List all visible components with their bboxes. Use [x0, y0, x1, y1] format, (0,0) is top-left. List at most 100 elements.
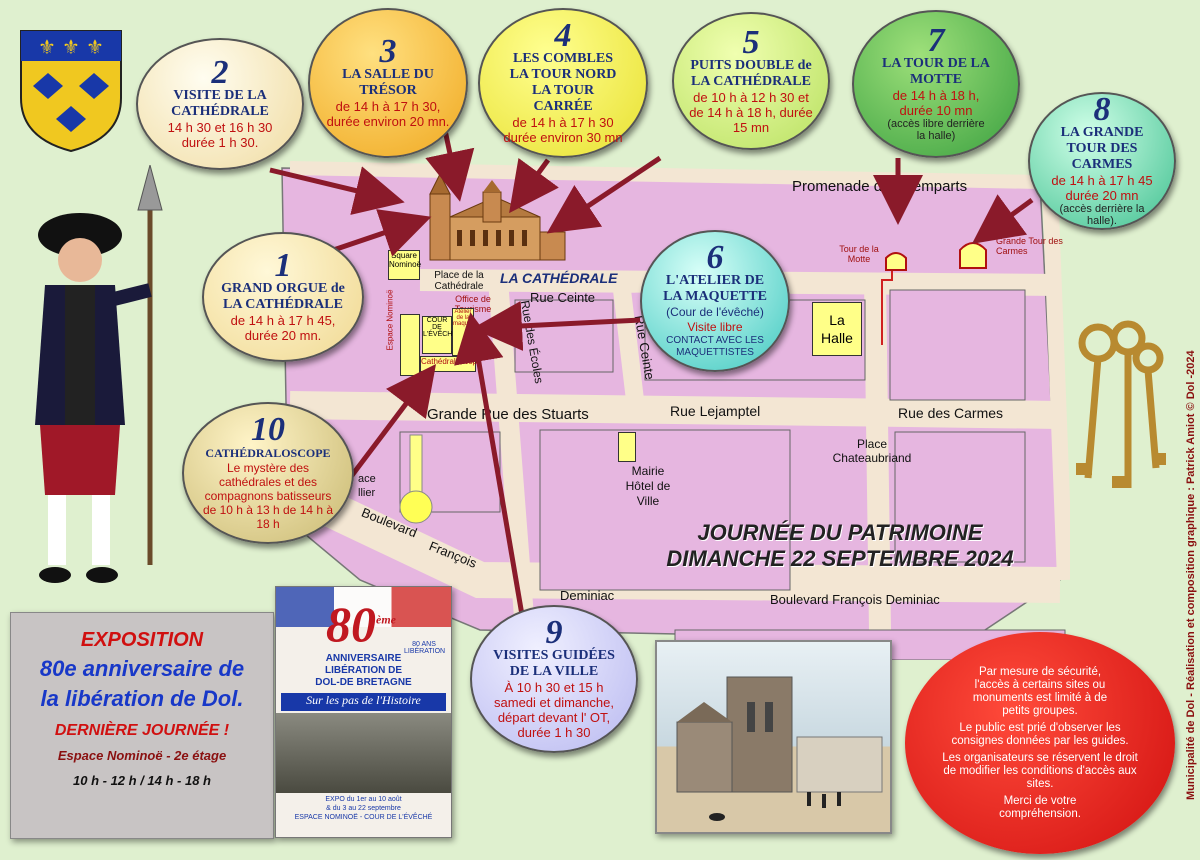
- bubble-9-visites-guidees: 9 VISITES GUIDÉES DE LA VILLE À 10 h 30 …: [470, 605, 638, 753]
- tour-carmes-label: Grande Tour des Carmes: [996, 236, 1063, 256]
- bubble-detail: de 14 h à 17 h 45 durée 20 mn: [1051, 173, 1153, 203]
- poster-info-3: ESPACE NOMINOË - COUR DE L'ÉVÊCHÉ: [294, 814, 433, 821]
- bubble-detail: de 10 h à 12 h 30 et de 14 h à 18 h, dur…: [689, 89, 813, 135]
- block: [539, 429, 791, 591]
- street-east: [1042, 184, 1070, 581]
- event-title-line1: JOURNÉE DU PATRIMOINE: [697, 520, 983, 545]
- poster-photo: [276, 713, 451, 793]
- cathedral-painting-icon: [676, 676, 883, 821]
- notice-text-1: Par mesure de sécurité, l'accès à certai…: [972, 665, 1108, 717]
- cour-eveche: COUR DE L'ÉVÊCHÉ: [422, 316, 457, 354]
- bubble-number: 8: [1093, 91, 1111, 128]
- poster-sup: ème: [376, 612, 396, 627]
- street-label-stuarts: Grande Rue des Stuarts: [427, 406, 589, 423]
- bubble-number: 2: [211, 54, 229, 91]
- bubble-note: (accès derrière la halle).: [1059, 203, 1145, 227]
- tower-icon: [885, 252, 907, 271]
- bubble-title: PUITS DOUBLE de LA CATHÉDRALE: [690, 57, 812, 89]
- poster-info-1: EXPO du 1er au 10 août: [325, 796, 402, 803]
- bubble-number: 1: [274, 247, 292, 284]
- ier-fragment-label: llier: [358, 487, 376, 499]
- cathedral-icon: [429, 172, 566, 261]
- block: [889, 289, 1026, 401]
- arrow: [425, 129, 475, 202]
- expo-last-day: DERNIÈRE JOURNÉE !: [54, 722, 230, 739]
- tour-motte-label: Tour de la Motte: [839, 244, 879, 264]
- bubble-5-puits-double: 5 PUITS DOUBLE de LA CATHÉDRALE de 10 h …: [672, 12, 830, 150]
- bubble-title: LA GRANDE TOUR DES CARMES: [1060, 125, 1144, 172]
- poster-line3: DOL-DE BRETAGNE: [315, 677, 412, 688]
- bubble-title: LES COMBLES LA TOUR NORD LA TOUR CARRÉE: [509, 51, 617, 114]
- poster-info: EXPO du 1er au 10 août & du 3 au 22 sept…: [276, 795, 451, 822]
- coat-of-arms-icon: ⚜ ⚜ ⚜: [20, 30, 122, 153]
- expo-title: EXPOSITION: [80, 629, 204, 651]
- bubble-title: VISITE DE LA CATHÉDRALE: [171, 88, 269, 119]
- bubble-number: 3: [379, 33, 397, 70]
- arrow: [348, 364, 437, 480]
- town-crier-figure-icon: [35, 165, 163, 583]
- arrow: [509, 157, 559, 214]
- bubble-number: 7: [927, 22, 945, 59]
- bubble-title: VISITES GUIDÉES DE LA VILLE: [493, 648, 615, 679]
- notice-text-2: Le public est prié d'observer les consig…: [951, 721, 1129, 747]
- exposition-poster: 80ème 80 ANS LIBÉRATION ANNIVERSAIRE LIB…: [275, 586, 452, 838]
- arrow: [971, 194, 1034, 244]
- poster-badge: 80 ANS LIBÉRATION: [404, 641, 446, 655]
- expo-line2: la libération de Dol.: [40, 686, 244, 711]
- place-cathedrale-label: Place de la Cathédrale: [434, 270, 484, 292]
- bubble-note: CONTACT AVEC LES MAQUETTISTES: [666, 335, 764, 358]
- bubble-detail: de 14 h à 17 h 30 durée environ 30 mn: [503, 115, 623, 145]
- cathedral-painting: [655, 640, 892, 834]
- bubble-title: GRAND ORGUE de LA CATHÉDRALE: [221, 281, 345, 312]
- bubble-note: (accès libre derrière la halle): [887, 118, 985, 142]
- expo-line1: 80e anniversaire de: [39, 656, 245, 681]
- poster-info-2: & du 3 au 22 septembre: [326, 805, 401, 812]
- keys-icon: [1076, 320, 1166, 488]
- poster-80: 80ème: [326, 595, 396, 653]
- street-label-lejamptel: Rue Lejamptel: [670, 403, 761, 419]
- bubble-title: LA TOUR DE LA MOTTE: [881, 56, 990, 87]
- bubble-number: 4: [554, 17, 572, 54]
- bubble-number: 9: [545, 614, 563, 651]
- street-label-boulevard-c: Deminiac: [560, 588, 615, 603]
- bubble-detail: de 14 h à 17 h 30, durée environ 20 mn.: [326, 99, 450, 129]
- street-carmes-vertical: [864, 279, 891, 631]
- bubble-3-salle-tresor: 3 LA SALLE DU TRÉSOR de 14 h à 17 h 30, …: [308, 8, 468, 158]
- poster-flag-band: [276, 587, 451, 627]
- bubble-8-grande-tour-carmes: 8 LA GRANDE TOUR DES CARMES de 14 h à 17…: [1028, 92, 1176, 230]
- street-label-chateaubriand: Place Chateaubriand: [832, 437, 912, 465]
- bubble-title: LA SALLE DU TRÉSOR: [342, 67, 434, 98]
- bubble-7-tour-motte: 7 LA TOUR DE LA MOTTE de 14 h à 18 h, du…: [852, 10, 1020, 158]
- svg-text:⚜: ⚜: [86, 35, 104, 59]
- yellow-circle: [399, 490, 433, 524]
- bubble-detail: 14 h 30 et 16 h 30 durée 1 h 30.: [167, 120, 273, 150]
- mairie-label: Mairie Hôtel de Ville: [625, 464, 671, 508]
- notice-text-4: Merci de votre compréhension.: [999, 794, 1081, 820]
- bubble-10-cathedraloscope: 10 CATHÉDRALOSCOPE Le mystère des cathéd…: [182, 402, 354, 544]
- svg-text:⚜: ⚜: [38, 35, 56, 59]
- poster-big-number: 80: [326, 596, 376, 652]
- event-title-line2: DIMANCHE 22 SEPTEMBRE 2024: [666, 546, 1014, 571]
- street-boulevard: [282, 473, 1061, 603]
- arrow: [546, 155, 662, 234]
- halle-building: La Halle: [812, 302, 862, 356]
- bubble-number: 10: [251, 411, 285, 448]
- bubble-detail: Visite libre: [687, 320, 743, 334]
- poster-line2: LIBÉRATION DE: [324, 665, 403, 676]
- bubble-detail: de 14 h à 17 h 45, durée 20 mn.: [230, 313, 336, 343]
- bubble-number: 6: [706, 239, 724, 276]
- credit-text: Municipalité de Dol - Réalisation et com…: [1185, 350, 1197, 800]
- svg-text:⚜: ⚜: [62, 35, 80, 59]
- cathedrale-label: LA CATHÉDRALE: [500, 270, 618, 286]
- arrow: [472, 301, 641, 351]
- mairie-building: [618, 432, 636, 462]
- street-label-carmes: Rue des Carmes: [898, 405, 1004, 421]
- bubble-detail: À 10 h 30 et 15 h samedi et dimanche, dé…: [494, 680, 614, 740]
- expo-hours: 10 h - 12 h / 14 h - 18 h: [73, 773, 211, 788]
- arrow: [269, 166, 405, 215]
- street-ceinte-vertical: [613, 288, 644, 402]
- expo-place: Espace Nominoë - 2e étage: [57, 748, 227, 763]
- town-map: [281, 161, 1070, 660]
- notice-circle: Par mesure de sécurité, l'accès à certai…: [905, 632, 1175, 854]
